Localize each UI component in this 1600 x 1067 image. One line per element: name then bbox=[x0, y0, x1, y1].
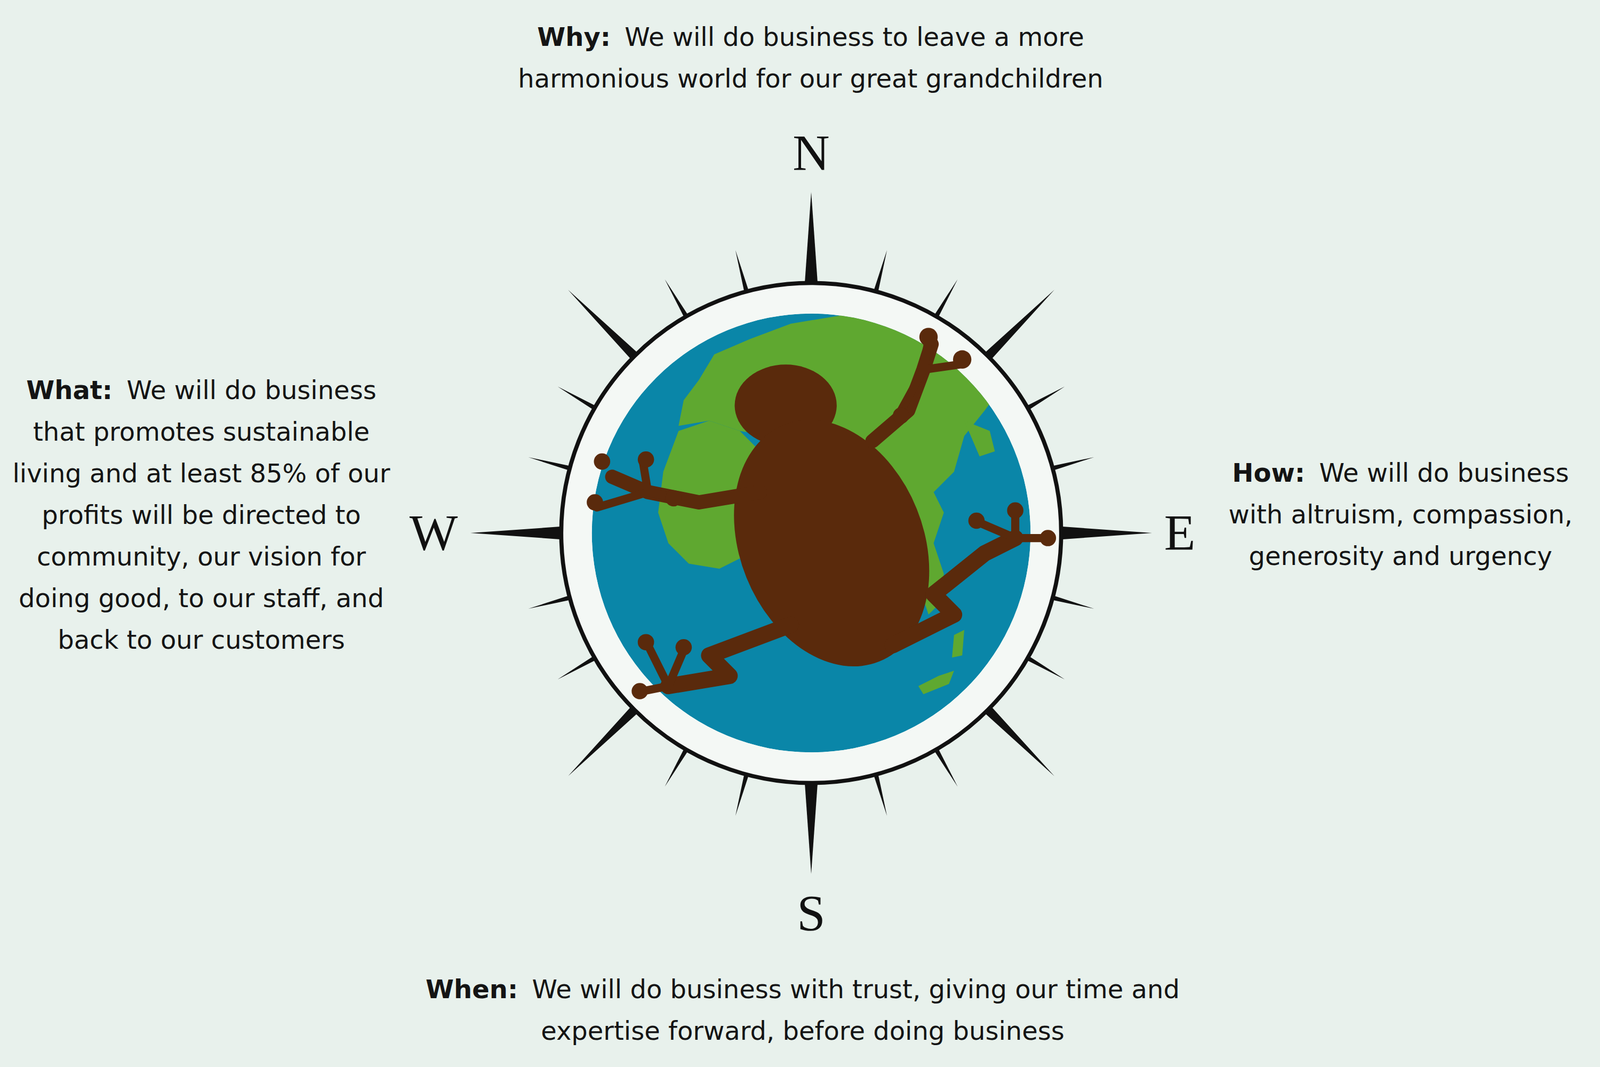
compass-direction: W bbox=[409, 507, 459, 559]
compass-direction: E bbox=[1164, 507, 1196, 559]
statement-heading: Why: bbox=[537, 21, 611, 52]
compass-spike bbox=[1051, 525, 1152, 541]
compass-spikes bbox=[470, 192, 1152, 874]
statement-heading: How: bbox=[1232, 457, 1306, 488]
statement-block: Why:We will do business to leave a more … bbox=[458, 16, 1163, 100]
frog-silhouette bbox=[586, 327, 1056, 699]
statement-text: We will do business that promotes sustai… bbox=[12, 374, 391, 655]
compass-spike bbox=[470, 525, 572, 541]
statement-heading: When: bbox=[425, 973, 518, 1004]
compass-ring bbox=[561, 282, 1061, 783]
compass-spike bbox=[804, 772, 819, 874]
statement-block: What:We will do business that promotes s… bbox=[5, 369, 398, 661]
globe bbox=[592, 313, 1031, 753]
statement-block: How:We will do business with altruism, c… bbox=[1210, 451, 1591, 577]
statement-heading: What: bbox=[26, 374, 113, 405]
compass-direction: N bbox=[792, 127, 830, 179]
compass-spike bbox=[804, 192, 819, 293]
statement-block: When: We will do business with trust, giv… bbox=[421, 968, 1184, 1052]
statement-text: We will do business with trust, giving o… bbox=[532, 973, 1180, 1046]
compass-direction: S bbox=[796, 887, 826, 939]
